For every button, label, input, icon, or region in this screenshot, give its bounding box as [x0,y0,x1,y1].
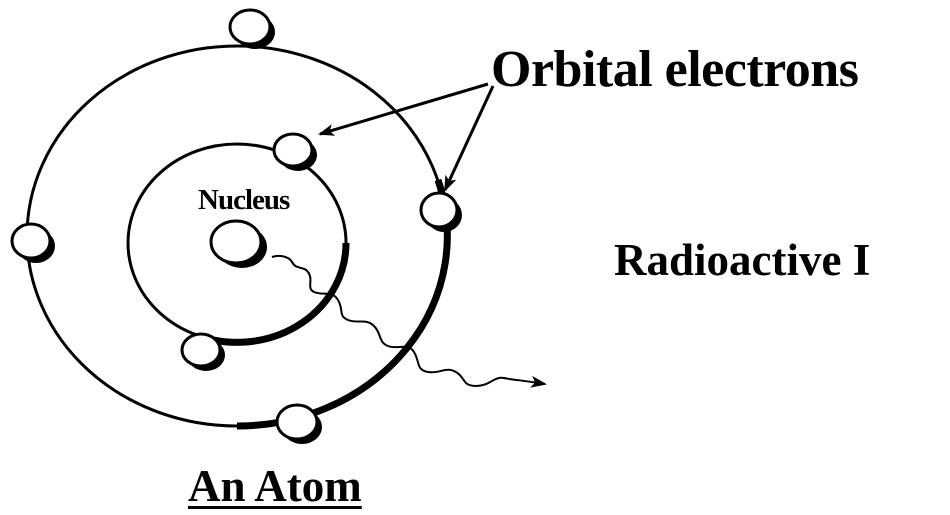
inner-orbit-shadow [204,242,350,346]
electron-icon [10,222,55,263]
arrow-to-inner-electron [318,82,489,136]
electron-icon [228,8,275,49]
electron-icon [180,332,225,371]
arrow-to-outer-electron [443,85,495,192]
electron-icon [272,132,317,171]
electron-icon [419,191,462,232]
nucleus-icon [209,219,263,265]
nucleus-label: Nucleus [198,184,290,216]
orbital-electrons-label: Orbital electrons [491,41,859,98]
emission-arrow [271,254,547,388]
electron-icon [275,403,322,444]
diagram-caption: An Atom [188,461,362,511]
radioactive-label: Radioactive I [614,235,871,285]
